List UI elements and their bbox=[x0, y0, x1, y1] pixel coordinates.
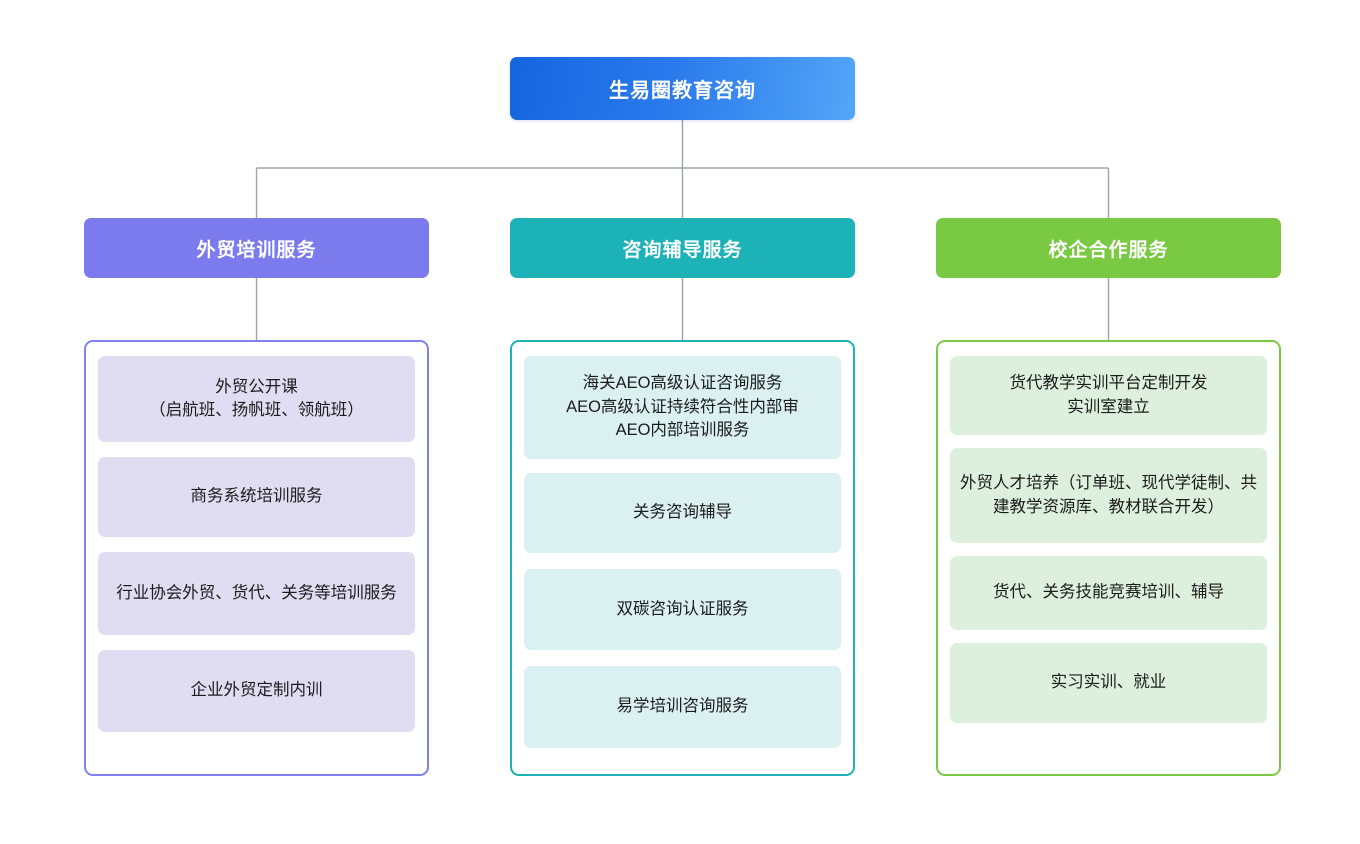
branch-panel-school-enterprise-cooperation: 货代教学实训平台定制开发 实训室建立 外贸人才培养（订单班、现代学徒制、共建教学… bbox=[936, 340, 1281, 776]
panel-item[interactable]: 关务咨询辅导 bbox=[524, 473, 841, 553]
panel-item[interactable]: 行业协会外贸、货代、关务等培训服务 bbox=[98, 552, 415, 635]
panel-item[interactable]: 货代、关务技能竞赛培训、辅导 bbox=[950, 556, 1267, 630]
branch-header-foreign-trade-training[interactable]: 外贸培训服务 bbox=[84, 218, 429, 278]
panel-item-label: 外贸公开课 （启航班、扬帆班、领航班） bbox=[149, 377, 364, 419]
panel-item[interactable]: 企业外贸定制内训 bbox=[98, 650, 415, 732]
panel-item-label: 实习实训、就业 bbox=[1050, 673, 1167, 692]
root-node-label: 生易圈教育咨询 bbox=[609, 80, 756, 102]
panel-item[interactable]: 商务系统培训服务 bbox=[98, 457, 415, 537]
branch-panel-foreign-trade-training: 外贸公开课 （启航班、扬帆班、领航班） 商务系统培训服务 行业协会外贸、货代、关… bbox=[84, 340, 429, 776]
panel-item-label: 货代、关务技能竞赛培训、辅导 bbox=[993, 583, 1224, 602]
panel-item-label: 行业协会外贸、货代、关务等培训服务 bbox=[116, 583, 397, 602]
panel-item[interactable]: 易学培训咨询服务 bbox=[524, 666, 841, 748]
panel-item[interactable]: 外贸人才培养（订单班、现代学徒制、共建教学资源库、教材联合开发） bbox=[950, 448, 1267, 543]
branch-header-consulting-tutoring[interactable]: 咨询辅导服务 bbox=[510, 218, 855, 278]
panel-item-label: 海关AEO高级认证咨询服务 AEO高级认证持续符合性内部审 AEO内部培训服务 bbox=[566, 374, 799, 440]
panel-item-label: 关务咨询辅导 bbox=[633, 503, 732, 522]
panel-item-label: 易学培训咨询服务 bbox=[616, 697, 749, 716]
panel-item-label: 外贸人才培养（订单班、现代学徒制、共建教学资源库、教材联合开发） bbox=[960, 474, 1257, 516]
branch-header-label: 咨询辅导服务 bbox=[622, 239, 743, 261]
branch-header-school-enterprise-cooperation[interactable]: 校企合作服务 bbox=[936, 218, 1281, 278]
panel-item[interactable]: 货代教学实训平台定制开发 实训室建立 bbox=[950, 356, 1267, 435]
branch-column-foreign-trade-training: 外贸培训服务 外贸公开课 （启航班、扬帆班、领航班） 商务系统培训服务 行业协会… bbox=[84, 0, 429, 844]
panel-item[interactable]: 外贸公开课 （启航班、扬帆班、领航班） bbox=[98, 356, 415, 442]
branch-column-school-enterprise-cooperation: 校企合作服务 货代教学实训平台定制开发 实训室建立 外贸人才培养（订单班、现代学… bbox=[936, 0, 1281, 844]
branch-panel-consulting-tutoring: 海关AEO高级认证咨询服务 AEO高级认证持续符合性内部审 AEO内部培训服务 … bbox=[510, 340, 855, 776]
panel-item[interactable]: 双碳咨询认证服务 bbox=[524, 569, 841, 650]
panel-item[interactable]: 海关AEO高级认证咨询服务 AEO高级认证持续符合性内部审 AEO内部培训服务 bbox=[524, 356, 841, 459]
branch-header-label: 校企合作服务 bbox=[1048, 239, 1169, 261]
branch-column-consulting-tutoring: 咨询辅导服务 海关AEO高级认证咨询服务 AEO高级认证持续符合性内部审 AEO… bbox=[510, 0, 855, 844]
panel-item-label: 企业外贸定制内训 bbox=[190, 681, 323, 700]
root-node[interactable]: 生易圈教育咨询 bbox=[510, 57, 855, 120]
branch-header-label: 外贸培训服务 bbox=[196, 239, 317, 261]
panel-item-label: 货代教学实训平台定制开发 实训室建立 bbox=[1009, 374, 1208, 416]
panel-item[interactable]: 实习实训、就业 bbox=[950, 643, 1267, 723]
panel-item-label: 商务系统培训服务 bbox=[190, 487, 323, 506]
panel-item-label: 双碳咨询认证服务 bbox=[616, 599, 749, 618]
